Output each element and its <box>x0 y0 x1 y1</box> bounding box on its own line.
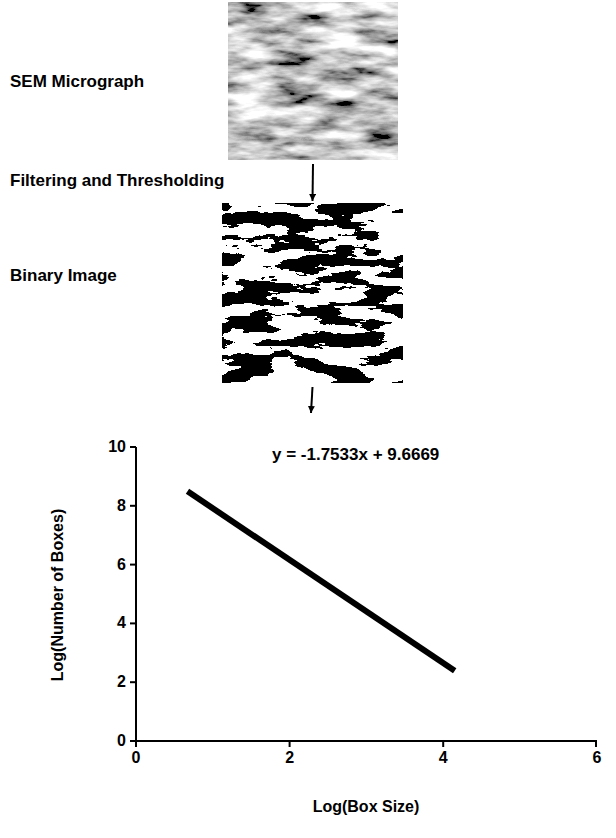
tick-label: 2 <box>117 673 126 691</box>
fit-equation: y = -1.7533x + 9.6669 <box>272 445 439 465</box>
step-label: Filtering and Thresholding <box>10 171 224 191</box>
regression-line <box>188 491 455 670</box>
tick-label: 0 <box>132 749 141 767</box>
tick-label: 6 <box>117 555 126 573</box>
tick-label: 2 <box>285 749 294 767</box>
tick-label: 6 <box>593 749 602 767</box>
flow-arrow <box>311 387 313 413</box>
axis-title: Log(Box Size) <box>313 798 420 816</box>
panel-heading: SEM Micrograph <box>10 72 144 92</box>
axis-title: Log(Number of Boxes) <box>49 509 67 681</box>
flow-arrow <box>312 164 315 201</box>
chart-axes <box>130 447 597 747</box>
tick-label: 4 <box>439 749 448 767</box>
tick-label: 0 <box>117 732 126 750</box>
tick-label: 10 <box>108 438 126 456</box>
micrograph-panel: SEM Micrograph <box>228 2 398 160</box>
binary-image <box>222 203 403 383</box>
sem-micrograph <box>228 2 398 160</box>
chart-panel: y = -1.7533x + 9.6669Log(Number of Boxes… <box>20 415 602 835</box>
panel-heading: Binary Image <box>10 266 117 286</box>
tick-label: 4 <box>117 614 126 632</box>
tick-label: 8 <box>117 497 126 515</box>
binary-panel: Binary Image <box>222 203 403 383</box>
